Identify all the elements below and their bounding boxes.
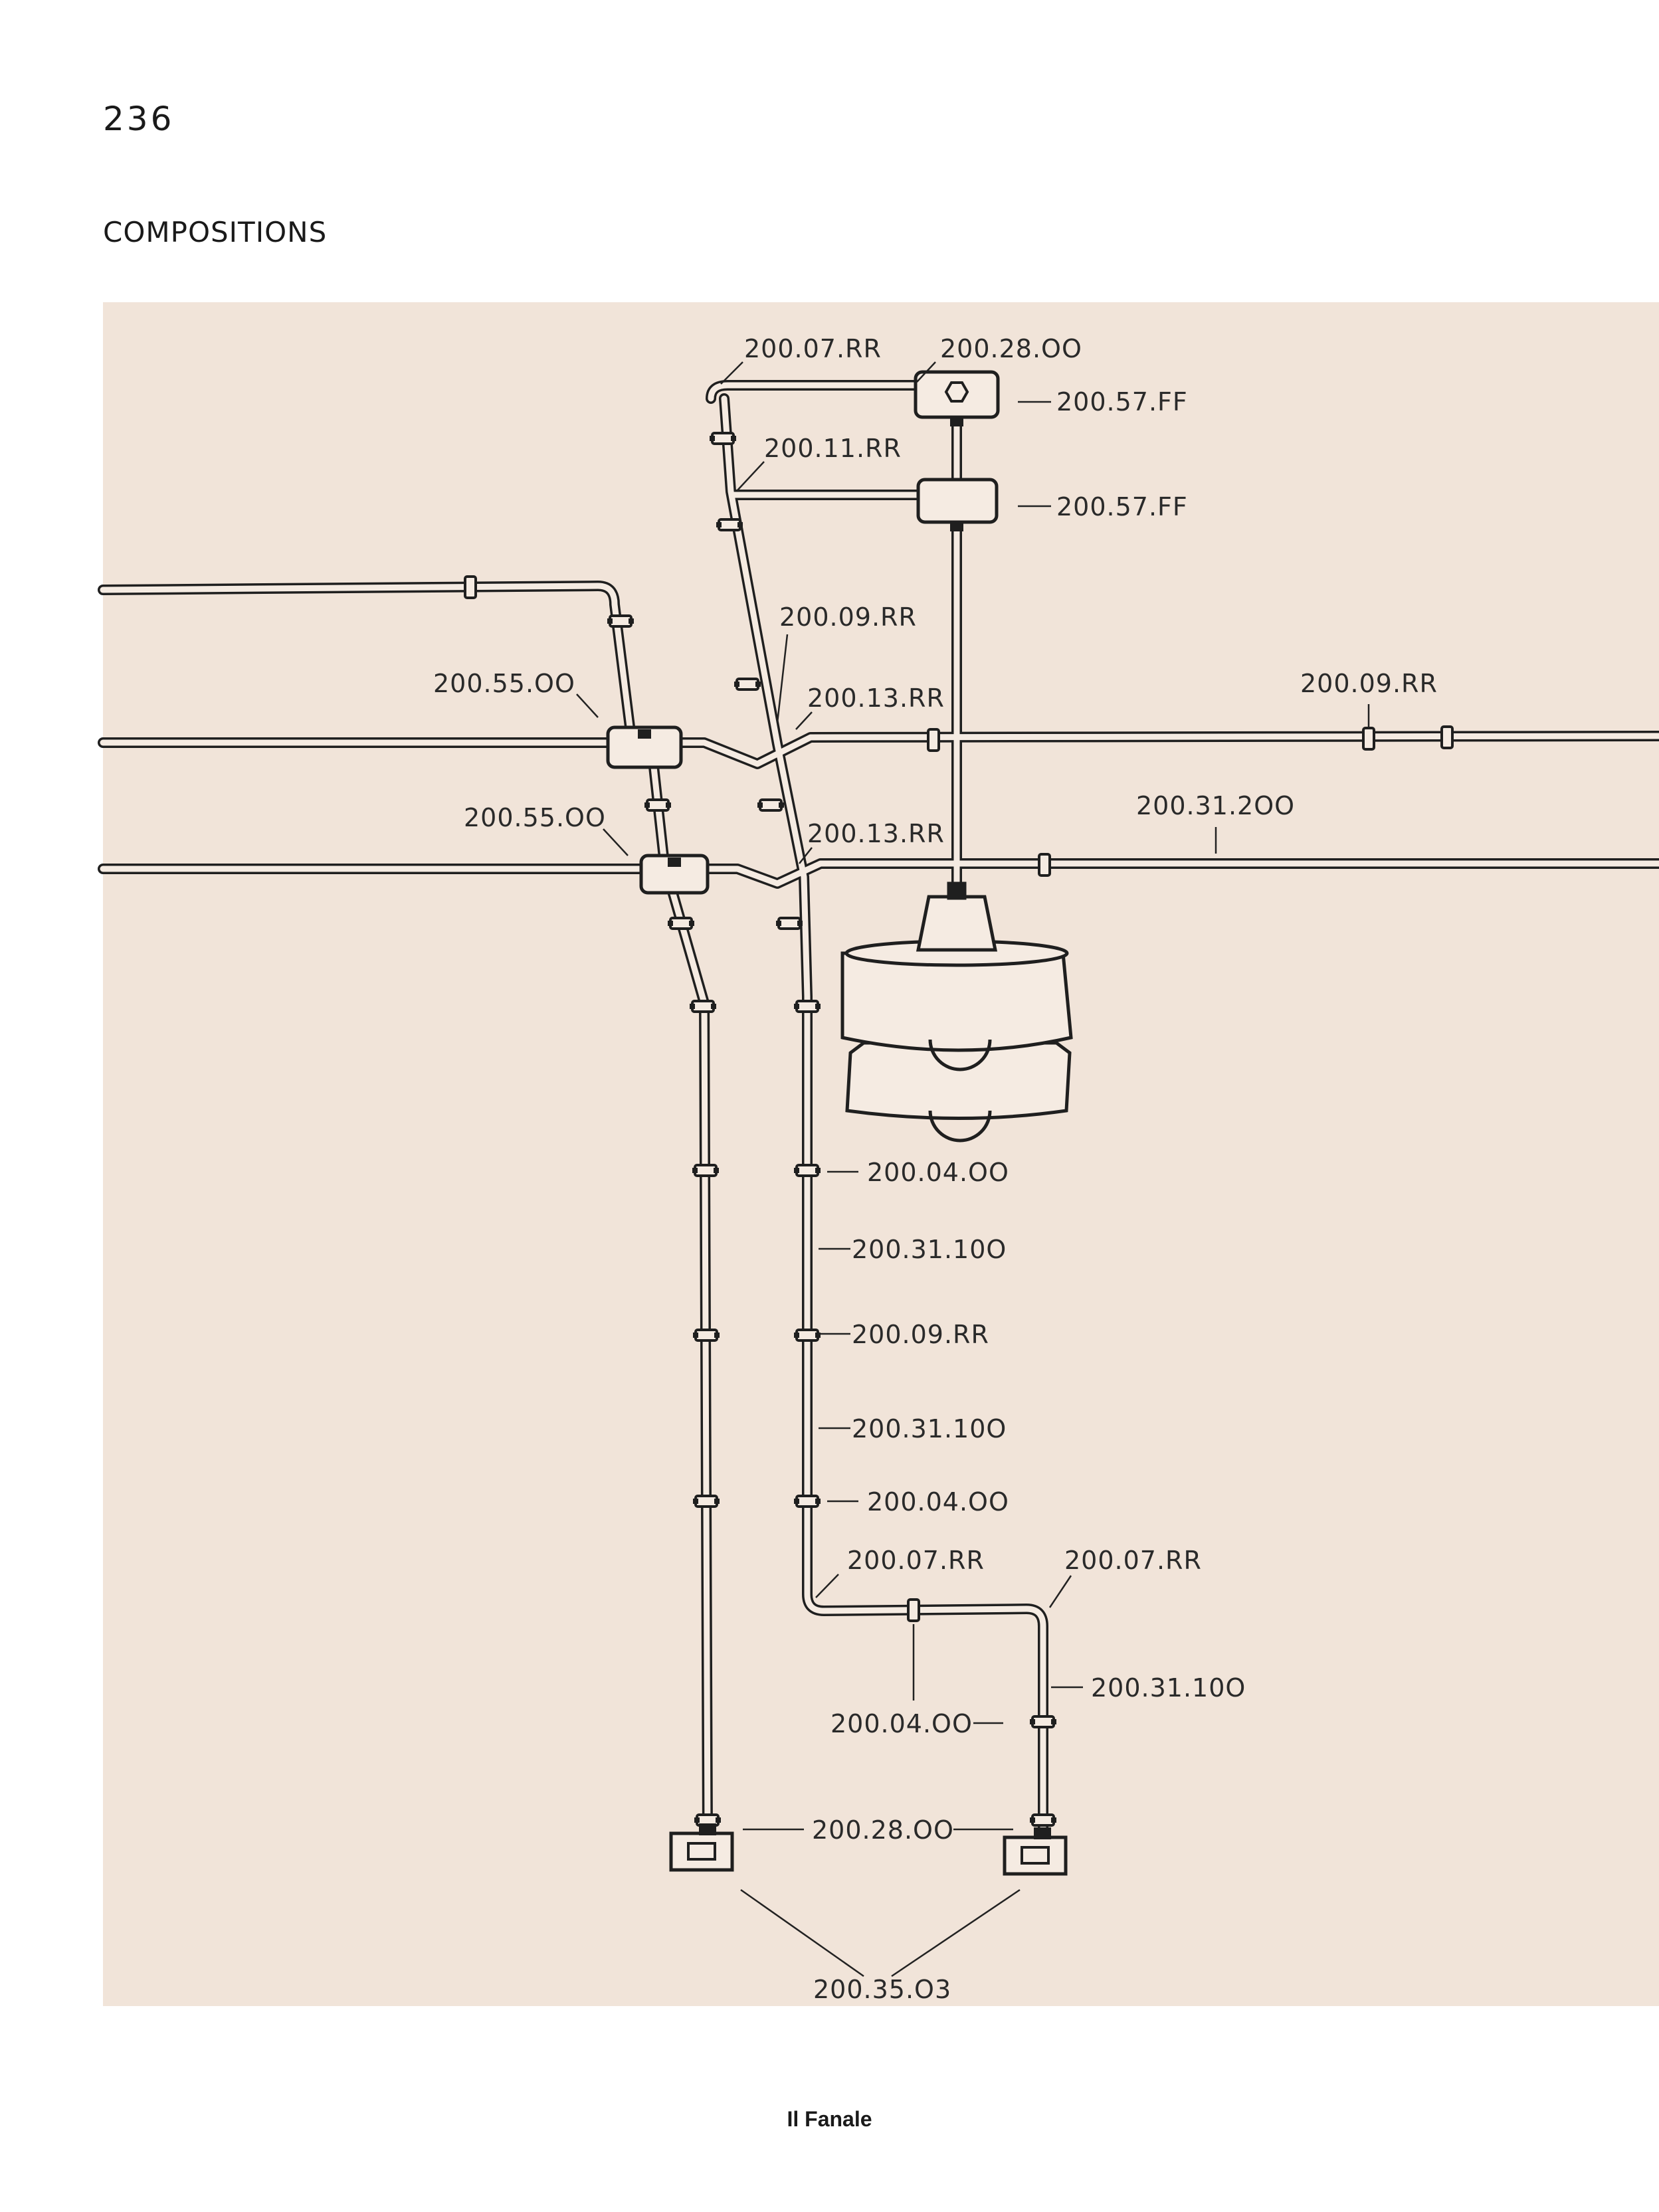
part-label: 200.31.10O (852, 1235, 1007, 1264)
part-label: 200.13.RR (807, 684, 945, 713)
part-label: 200.13.RR (807, 819, 945, 848)
junction-box-lower (639, 854, 710, 895)
pipes-inner (100, 382, 1659, 1843)
junction-box-upper (606, 725, 683, 769)
part-label: 200.31.10O (1091, 1673, 1246, 1703)
part-label: 200.11.RR (764, 434, 902, 463)
footer-brand: Il Fanale (787, 2107, 872, 2131)
switch-box-left (669, 1823, 734, 1872)
part-label: 200.57.FF (1056, 492, 1188, 521)
part-label: 200.31.10O (852, 1414, 1007, 1443)
switch-box-right (1003, 1827, 1068, 1876)
part-label: 200.55.OO (464, 803, 606, 832)
leader-lines (576, 361, 1370, 1978)
part-label: 200.07.RR (847, 1546, 985, 1575)
part-label: 200.31.2OO (1136, 791, 1295, 820)
diagram-panel (103, 302, 1659, 2006)
part-label: 200.28.OO (940, 334, 1082, 363)
part-label: 200.55.OO (433, 669, 575, 698)
part-label: 200.35.O3 (813, 1975, 951, 2004)
page-number: 236 (103, 100, 175, 138)
part-label: 200.28.OO (812, 1815, 954, 1845)
section-title: COMPOSITIONS (103, 216, 328, 248)
part-label: 200.07.RR (744, 334, 882, 363)
ceiling-box-top (914, 370, 1000, 426)
part-label: 200.09.RR (1300, 669, 1438, 698)
ceiling-box-second (916, 478, 999, 531)
part-label: 200.04.OO (867, 1158, 1009, 1187)
part-labels: 200.07.RR 200.28.OO 200.57.FF 200.11.RR … (433, 334, 1438, 2004)
part-label: 200.04.OO (830, 1709, 973, 1738)
part-label: 200.07.RR (1064, 1546, 1202, 1575)
part-label: 200.04.OO (867, 1487, 1009, 1517)
part-label: 200.57.FF (1056, 387, 1188, 416)
pendant-lamp (840, 881, 1073, 1143)
part-label: 200.09.RR (779, 602, 917, 632)
part-label: 200.09.RR (852, 1320, 989, 1349)
